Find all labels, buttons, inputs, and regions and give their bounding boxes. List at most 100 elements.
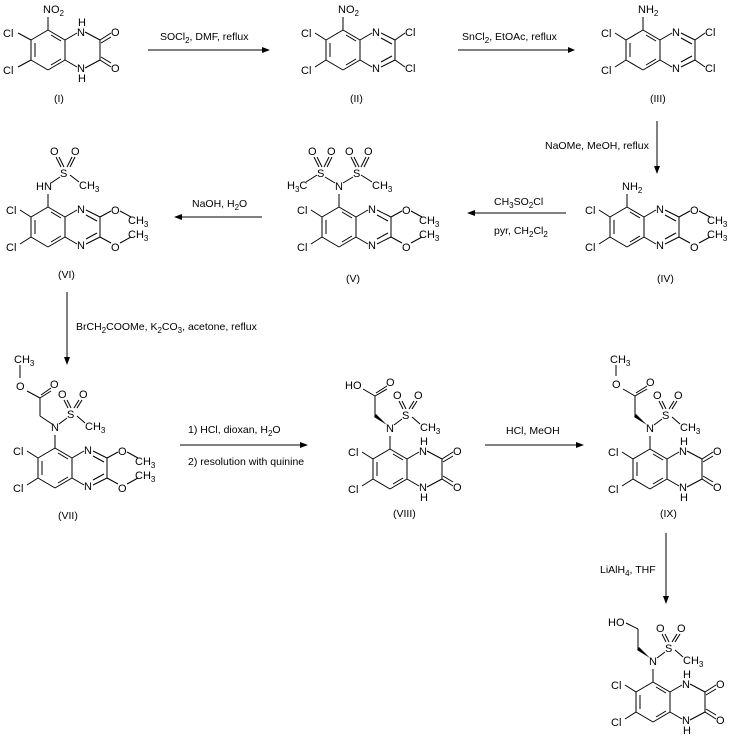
- chlorine: Cl: [611, 717, 621, 729]
- compound-label-II: (II): [350, 93, 363, 105]
- nitro-group: NO2: [43, 4, 65, 18]
- nitrogen: N: [84, 445, 92, 457]
- compound-label-IV: (IV): [657, 273, 674, 285]
- oxygen: O: [453, 446, 462, 458]
- chlorine: Cl: [611, 680, 621, 692]
- oxygen: O: [118, 446, 127, 458]
- condition-step-8: HCl, MeOH: [506, 425, 560, 437]
- nitrogen: N: [77, 27, 85, 39]
- methyl: CH3: [79, 180, 100, 194]
- nitrogen: N: [679, 482, 687, 494]
- hydrogen: H: [78, 73, 86, 85]
- arrow-step-6: [64, 292, 70, 365]
- oxygen: O: [111, 205, 120, 217]
- oxygen: O: [111, 242, 120, 254]
- arrow-step-4: [467, 210, 566, 216]
- oxygen: O: [713, 446, 722, 458]
- condition-step-7-first: 1) HCl, dioxan, H2O: [188, 424, 281, 438]
- sulfur: S: [662, 410, 669, 422]
- hydroxyl: HO: [608, 617, 625, 629]
- hydroxyl: HO: [345, 380, 362, 392]
- compound-VIII: N HO O S O O CH3 Cl Cl N H N H O O: [345, 377, 462, 504]
- arrow-step-2: [458, 47, 575, 53]
- amino-group: NH2: [638, 4, 659, 18]
- chlorine: Cl: [3, 65, 13, 77]
- compound-label-VI: (VI): [58, 269, 75, 281]
- oxygen: O: [713, 482, 722, 494]
- oxygen: O: [58, 389, 67, 401]
- methyl: CH3: [135, 456, 156, 470]
- methyl: CH3: [135, 470, 156, 484]
- arrow-step-7: [180, 442, 308, 448]
- oxygen: O: [50, 146, 59, 158]
- condition-step-9: LiAlH4, THF: [600, 564, 656, 578]
- arrow-step-9: [663, 533, 669, 604]
- oxygen: O: [690, 205, 699, 217]
- nh-group: HN: [36, 181, 52, 193]
- nitrogen: N: [368, 240, 376, 252]
- hydrogen: H: [420, 436, 428, 448]
- condition-step-2: SnCl2, EtOAc, reflux: [462, 31, 558, 45]
- chlorine: Cl: [405, 63, 415, 75]
- compound-label-III: (III): [650, 93, 666, 105]
- compound-VI: HN S O O CH3 Cl Cl N N O O CH3 CH3: [6, 146, 149, 254]
- nitrogen: N: [656, 240, 664, 252]
- hydrogen: H: [683, 725, 691, 737]
- nitrogen: N: [682, 715, 690, 727]
- hydrogen: H: [420, 492, 428, 504]
- sulfur: S: [353, 168, 360, 180]
- chlorine: Cl: [301, 65, 311, 77]
- nitrogen: N: [84, 481, 92, 493]
- condition-step-5: NaOH, H2O: [192, 198, 247, 212]
- methyl: CH3: [128, 229, 149, 243]
- methyl: H3C: [287, 180, 307, 194]
- oxygen: O: [111, 63, 120, 75]
- condition-step-4-solvent: pyr, CH2Cl2: [494, 225, 548, 239]
- nitrogen: N: [77, 63, 85, 75]
- carbonyl-oxygen: O: [386, 377, 395, 389]
- compound-label-IX: (IX): [660, 508, 677, 520]
- chlorine: Cl: [585, 205, 595, 217]
- oxygen: O: [308, 146, 317, 158]
- nitro-group: NO2: [338, 4, 360, 18]
- methyl: CH3: [419, 229, 440, 243]
- sulfur: S: [67, 409, 74, 421]
- ester-oxygen: O: [16, 381, 25, 393]
- chlorine: Cl: [348, 447, 358, 459]
- arrow-step-8: [485, 442, 584, 448]
- nitrogen: N: [672, 27, 680, 39]
- condition-step-4-reagent: CH3SO2Cl: [494, 196, 543, 210]
- arrow-step-1: [148, 47, 270, 53]
- nitrogen: N: [656, 204, 664, 216]
- oxygen: O: [79, 389, 88, 401]
- chlorine: Cl: [301, 28, 311, 40]
- chlorine: Cl: [705, 63, 715, 75]
- oxygen: O: [111, 27, 120, 39]
- methyl: CH3: [610, 354, 631, 368]
- chlorine: Cl: [3, 28, 13, 40]
- oxygen: O: [677, 623, 686, 635]
- oxygen: O: [364, 146, 373, 158]
- condition-step-6: BrCH2COOMe, K2CO3, acetone, reflux: [76, 321, 258, 335]
- oxygen: O: [393, 390, 402, 402]
- hydrogen: H: [680, 436, 688, 448]
- methyl: CH3: [14, 354, 35, 368]
- condition-step-1: SOCl2, DMF, reflux: [160, 31, 249, 45]
- compound-VII: N O O CH3 S O O CH3 Cl Cl N N O O CH3 CH…: [13, 354, 156, 495]
- oxygen: O: [327, 146, 336, 158]
- amino-group: NH2: [622, 181, 643, 195]
- chlorine: Cl: [6, 242, 16, 254]
- condition-step-3: NaOMe, MeOH, reflux: [545, 140, 650, 152]
- compound-III: NH2 Cl Cl N N Cl Cl: [601, 4, 715, 77]
- sulfur: S: [402, 410, 409, 422]
- sulfur: S: [60, 168, 67, 180]
- methyl: CH3: [680, 422, 701, 436]
- nitrogen: N: [51, 422, 59, 434]
- chlorine: Cl: [297, 205, 307, 217]
- nitrogen: N: [372, 27, 380, 39]
- compound-label-VIII: (VIII): [393, 508, 416, 520]
- chlorine: Cl: [601, 28, 611, 40]
- nitrogen: N: [649, 656, 657, 668]
- nitrogen: N: [77, 204, 85, 216]
